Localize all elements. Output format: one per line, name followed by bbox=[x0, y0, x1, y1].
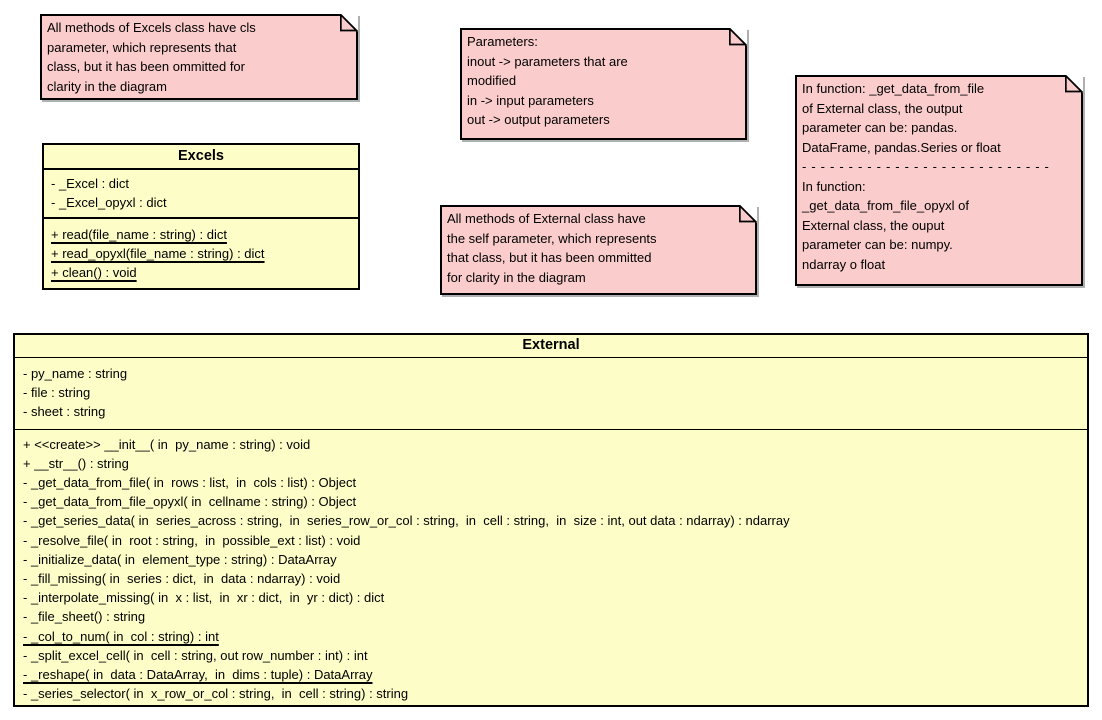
attribute-row: - _Excel_opyxl : dict bbox=[51, 195, 167, 210]
method-row: - _file_sheet() : string bbox=[23, 609, 146, 625]
attributes-section: - _Excel : dict - _Excel_opyxl : dict bbox=[44, 170, 358, 219]
note-fold-icon bbox=[739, 205, 757, 223]
method-row: - _get_data_from_file_opyxl( in cellname… bbox=[23, 494, 357, 510]
method-row: - _series_selector( in x_row_or_col : st… bbox=[23, 686, 409, 702]
methods-section: + <<create>> __init__( in py_name : stri… bbox=[15, 430, 1087, 710]
method-row: - _col_to_num( in col : string) : int bbox=[23, 628, 219, 644]
method-row: - _reshape( in data : DataArray, in dims… bbox=[23, 667, 373, 683]
method-row: - _interpolate_missing( in x : list, in … bbox=[23, 590, 385, 606]
note-text: In function: _get_data_from_file_opyxl o… bbox=[802, 178, 969, 272]
note-fold-icon bbox=[1065, 75, 1083, 93]
method-row: + <<create>> __init__( in py_name : stri… bbox=[23, 436, 311, 452]
method-row: + clean() : void bbox=[51, 265, 137, 280]
method-row: - _get_data_from_file( in rows : list, i… bbox=[23, 475, 357, 491]
note-parameters-legend: Parameters: inout -> parameters that are… bbox=[460, 28, 747, 140]
note-separator-line: --------------------------- bbox=[802, 159, 1054, 174]
note-external-output-types: In function: _get_data_from_file of Exte… bbox=[795, 75, 1083, 286]
method-row: + read(file_name : string) : dict bbox=[51, 227, 227, 242]
method-row: - _fill_missing( in series : dict, in da… bbox=[23, 571, 341, 587]
attribute-row: - sheet : string bbox=[23, 404, 106, 420]
note-text: All methods of Excels class have cls par… bbox=[47, 20, 256, 94]
class-box-external: External - py_name : string - file : str… bbox=[13, 333, 1089, 707]
note-external-self: All methods of External class have the s… bbox=[440, 205, 757, 295]
attributes-section: - py_name : string - file : string - she… bbox=[15, 358, 1087, 430]
method-row: + read_opyxl(file_name : string) : dict bbox=[51, 246, 265, 261]
attribute-row: - _Excel : dict bbox=[51, 176, 130, 191]
method-row: - _initialize_data( in element_type : st… bbox=[23, 551, 337, 567]
note-excels-cls: All methods of Excels class have cls par… bbox=[40, 14, 358, 100]
note-text: In function: _get_data_from_file of Exte… bbox=[802, 81, 1001, 155]
method-row: - _resolve_file( in root : string, in po… bbox=[23, 532, 361, 548]
method-row: + __str__() : string bbox=[23, 455, 129, 471]
note-fold-icon bbox=[729, 28, 747, 46]
note-fold-icon bbox=[340, 14, 358, 32]
note-text: Parameters: inout -> parameters that are… bbox=[467, 34, 628, 127]
class-box-excels: Excels - _Excel : dict - _Excel_opyxl : … bbox=[42, 143, 360, 290]
methods-section: + read(file_name : string) : dict + read… bbox=[44, 219, 358, 289]
attribute-row: - file : string bbox=[23, 385, 91, 401]
note-text: All methods of External class have the s… bbox=[447, 211, 657, 285]
class-title: External bbox=[15, 335, 1087, 358]
method-row: - _get_series_data( in series_across : s… bbox=[23, 513, 790, 529]
attribute-row: - py_name : string bbox=[23, 366, 128, 381]
class-title: Excels bbox=[44, 145, 358, 170]
method-row: - _split_excel_cell( in cell : string, o… bbox=[23, 647, 368, 663]
